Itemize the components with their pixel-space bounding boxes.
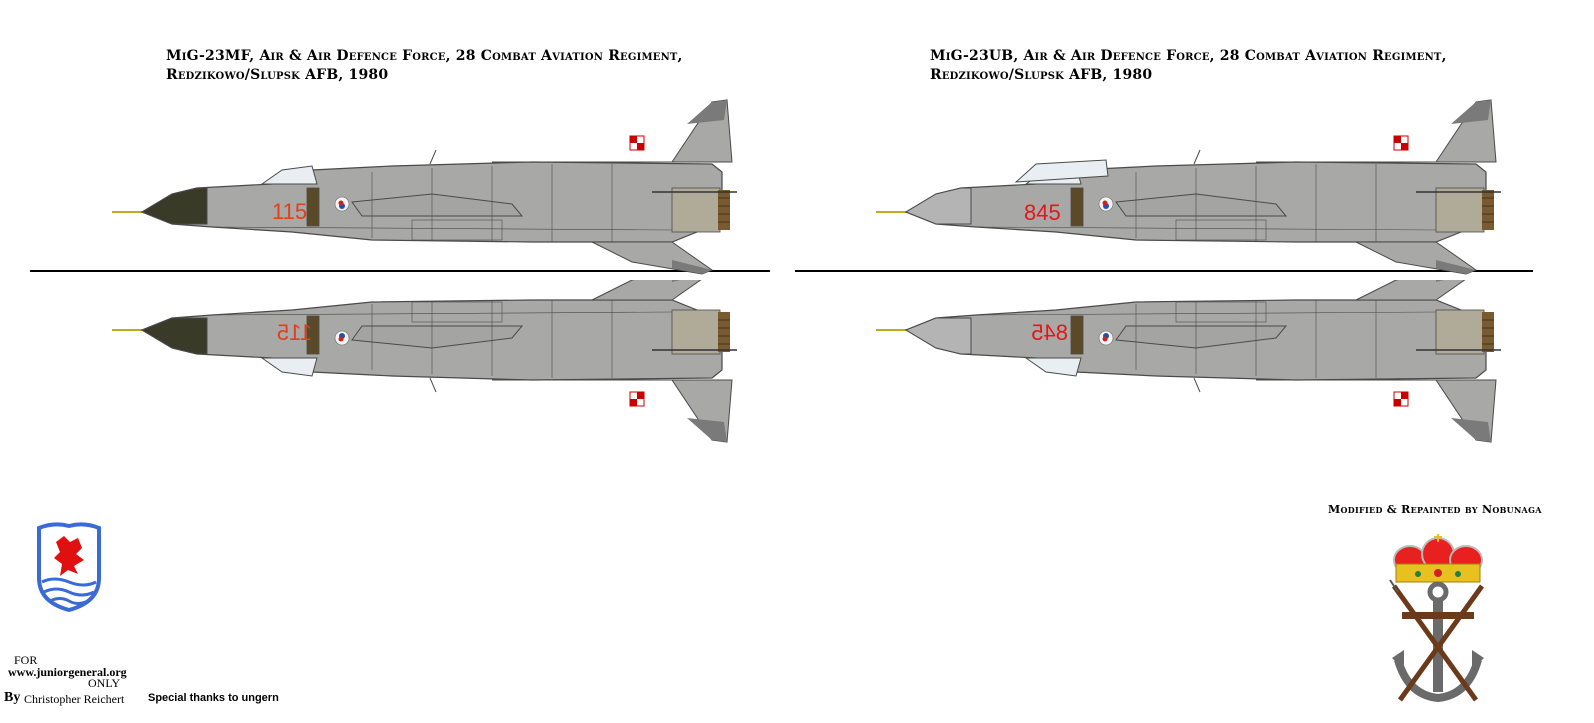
left-profile-title-line1: MiG-23MF, Air & Air Defence Force, 28 Co… [166, 48, 683, 64]
tail-number: 115 [272, 199, 307, 224]
mig23ub-side-profile: 845 [876, 92, 1506, 282]
mig23ub-other-side-profile: 845 [876, 280, 1506, 470]
only-label: ONLY [88, 676, 121, 690]
crown-anchor-emblem-icon [1388, 530, 1488, 714]
regiment-shield-icon [34, 520, 104, 616]
right-separator [795, 270, 1533, 272]
tail-number: 845 [1024, 200, 1061, 225]
tail-number-mirrored: 115 [277, 320, 312, 345]
for-label: FOR [14, 653, 38, 667]
right-profile-title-line1: MiG-23UB, Air & Air Defence Force, 28 Co… [930, 48, 1447, 64]
mig23mf-other-side-profile: 115 [112, 280, 742, 470]
tail-number-mirrored: 845 [1031, 320, 1068, 345]
mig23mf-side-profile: 115 [112, 92, 742, 282]
modified-by-credit: Modified & Repainted by Nobunaga [1328, 503, 1542, 516]
special-thanks: Special thanks to ungern [148, 692, 279, 704]
by-label: By [4, 690, 21, 705]
site-link[interactable]: www.juniorgeneral.org [8, 665, 127, 679]
author-name: Christopher Reichert [24, 692, 125, 706]
left-separator [30, 270, 770, 272]
right-profile-title-line2: Redzikowo/Slupsk AFB, 1980 [930, 67, 1153, 83]
left-profile-title-line2: Redzikowo/Slupsk AFB, 1980 [166, 67, 389, 83]
